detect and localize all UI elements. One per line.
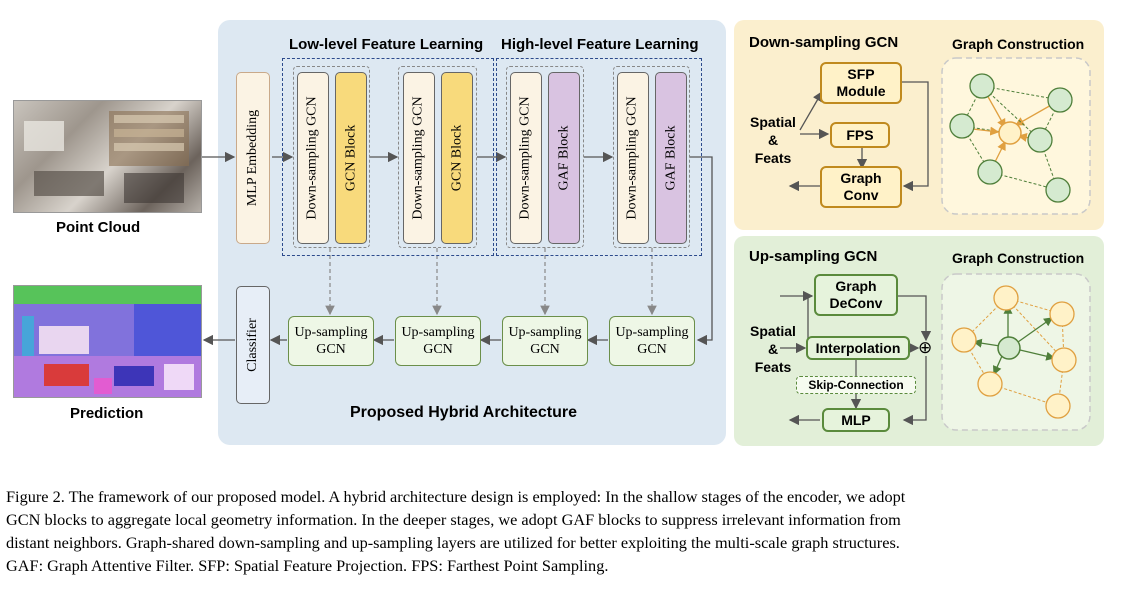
input-text-spatial: Spatial xyxy=(750,323,796,339)
down-sampling-gcn-block-4: Down-sampling GCN xyxy=(617,72,649,244)
up-sampling-gcn-block-3: Up-sampling GCN xyxy=(502,316,588,366)
high-level-title: High-level Feature Learning xyxy=(501,36,699,53)
down-sampling-gcn-label: Down-sampling GCN xyxy=(305,96,320,220)
module-label: Module xyxy=(836,83,886,99)
up-sampling-gcn-block-1: Up-sampling GCN xyxy=(288,316,374,366)
main-title: Proposed Hybrid Architecture xyxy=(350,404,578,421)
down-panel-title: Down-sampling GCN xyxy=(749,34,899,51)
mlp-embedding-label: MLP Embedding xyxy=(245,109,260,207)
point-cloud-image xyxy=(13,100,202,213)
conv-label: Conv xyxy=(843,187,879,203)
down-sampling-gcn-label: Down-sampling GCN xyxy=(411,96,426,220)
caption-line-4: GAF: Graph Attentive Filter. SFP: Spatia… xyxy=(6,556,609,575)
gaf-block-2: GAF Block xyxy=(655,72,687,244)
down-sampling-gcn-block-2: Down-sampling GCN xyxy=(403,72,435,244)
up-input-label: Spatial & Feats xyxy=(744,322,802,376)
mlp-label: MLP xyxy=(841,411,871,428)
stage-2 xyxy=(398,66,477,248)
down-input-label: Spatial & Feats xyxy=(744,113,802,167)
down-sampling-gcn-label: Down-sampling GCN xyxy=(625,96,640,220)
low-level-title: Low-level Feature Learning xyxy=(289,36,484,53)
skip-connection-box: Skip-Connection xyxy=(796,376,916,394)
prediction-image xyxy=(13,285,202,398)
fps-label: FPS xyxy=(846,126,874,143)
input-text-feats: Feats xyxy=(754,150,792,166)
gcn-block-label: GCN Block xyxy=(343,124,358,192)
graph-label: Graph xyxy=(840,170,882,186)
up-sampling-label: Up-sampling xyxy=(615,325,689,340)
graph-construction-down-graph xyxy=(941,57,1091,215)
mlp-embedding-block: MLP Embedding xyxy=(236,72,270,244)
sum-icon: ⊕ xyxy=(918,338,933,357)
connector-arrows xyxy=(202,57,1091,431)
down-sampling-gcn-label: Down-sampling GCN xyxy=(518,96,533,220)
deconv-label: DeConv xyxy=(829,295,883,311)
gaf-block-label: GAF Block xyxy=(556,125,572,191)
skip-connection-label: Skip-Connection xyxy=(808,378,904,392)
up-panel-title: Up-sampling GCN xyxy=(749,248,878,265)
graph-construction-up-graph xyxy=(941,273,1091,431)
up-sampling-label-gcn: GCN xyxy=(637,342,667,357)
caption-line-1: Figure 2. The framework of our proposed … xyxy=(6,487,906,506)
sfp-module-box: SFP Module xyxy=(820,62,902,104)
graph-label: Graph xyxy=(835,278,877,294)
up-sampling-gcn-block-2: Up-sampling GCN xyxy=(395,316,481,366)
sfp-label: SFP xyxy=(847,66,875,82)
input-text-feats: Feats xyxy=(754,359,792,375)
mlp-box: MLP xyxy=(822,408,890,432)
classifier-block: Classifier xyxy=(236,286,270,404)
up-sampling-label: Up-sampling xyxy=(508,325,582,340)
classifier-label: Classifier xyxy=(245,318,260,372)
input-text-and: & xyxy=(767,341,779,357)
up-sampling-label-gcn: GCN xyxy=(316,342,346,357)
graph-deconv-box: Graph DeConv xyxy=(814,274,898,316)
up-sampling-gcn-block-4: Up-sampling GCN xyxy=(609,316,695,366)
gcn-block-2: GCN Block xyxy=(441,72,473,244)
up-sampling-label: Up-sampling xyxy=(294,325,368,340)
gcn-block-label: GCN Block xyxy=(449,124,464,192)
stage-1 xyxy=(293,66,370,248)
gaf-block-1: GAF Block xyxy=(548,72,580,244)
high-level-group xyxy=(496,58,702,256)
gaf-block-label: GAF Block xyxy=(663,125,679,191)
down-graph-title: Graph Construction xyxy=(952,36,1085,52)
prediction-label: Prediction xyxy=(70,405,144,422)
interpolation-label: Interpolation xyxy=(815,339,901,356)
graph-conv-box: Graph Conv xyxy=(820,166,902,208)
point-cloud-label: Point Cloud xyxy=(56,219,141,236)
up-graph-title: Graph Construction xyxy=(952,250,1085,266)
figure-caption: Figure 2. The framework of our proposed … xyxy=(0,485,1130,577)
gcn-block-1: GCN Block xyxy=(335,72,367,244)
fps-box: FPS xyxy=(830,122,890,148)
interpolation-box: Interpolation xyxy=(806,336,910,360)
input-text-and: & xyxy=(767,132,779,148)
stage-3 xyxy=(506,66,584,248)
down-sampling-gcn-block-1: Down-sampling GCN xyxy=(297,72,329,244)
low-level-group xyxy=(282,58,494,256)
up-sampling-label-gcn: GCN xyxy=(423,342,453,357)
caption-line-2: GCN blocks to aggregate local geometry i… xyxy=(6,510,901,529)
up-sampling-label: Up-sampling xyxy=(401,325,475,340)
stage-4 xyxy=(613,66,690,248)
caption-line-3: distant neighbors. Graph-shared down-sam… xyxy=(6,533,900,552)
down-sampling-gcn-block-3: Down-sampling GCN xyxy=(510,72,542,244)
up-sampling-label-gcn: GCN xyxy=(530,342,560,357)
input-text-spatial: Spatial xyxy=(750,114,796,130)
